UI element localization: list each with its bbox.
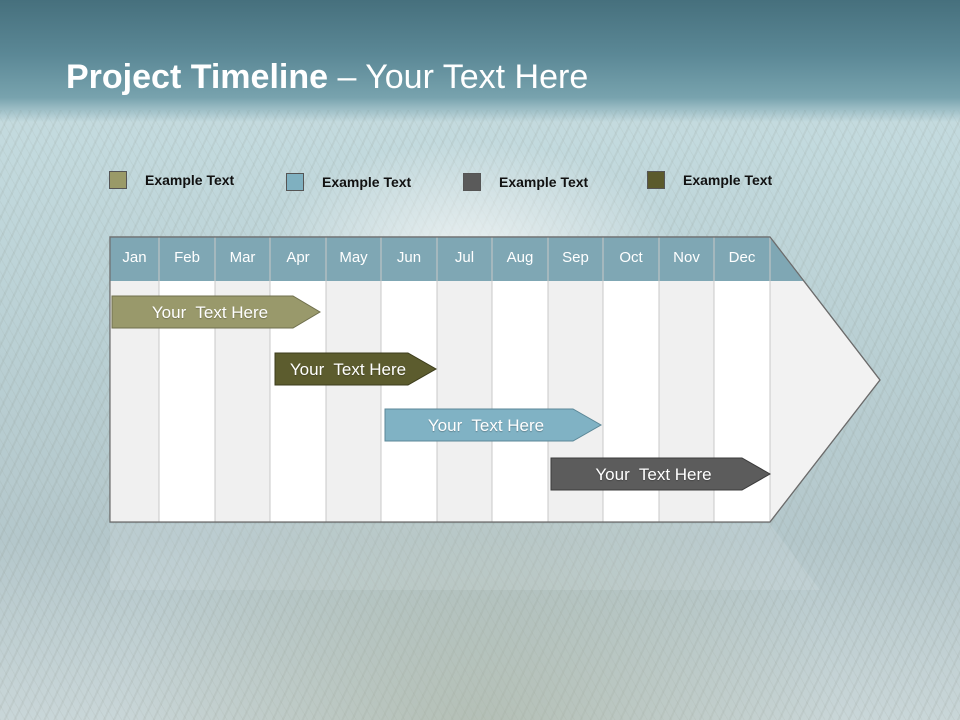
task-label-4: Your Text Here [595, 465, 712, 484]
task-arrow-3 [384, 408, 603, 442]
month-label-mar: Mar [229, 249, 256, 266]
legend-swatch-3 [463, 173, 481, 191]
month-label-jul: Jul [454, 249, 475, 266]
title-bold: Project Timeline [66, 58, 329, 96]
month-column [492, 281, 548, 522]
month-label-dec: Dec [728, 249, 756, 266]
title-rest: – Your Text Here [328, 58, 589, 96]
timeline-arrow-outline [109, 236, 881, 523]
month-label-jan: Jan [122, 249, 147, 266]
month-label-sep: Sep [562, 249, 589, 266]
page-title: Project Timeline – Your Text Here [66, 58, 588, 97]
legend-swatch-4 [647, 171, 665, 189]
month-column [381, 281, 437, 522]
month-label-jun: Jun [396, 249, 422, 266]
legend-swatch-1 [109, 171, 127, 189]
month-column [437, 281, 492, 522]
month-label-nov: Nov [673, 249, 700, 266]
task-label-1: Your Text Here [151, 303, 269, 322]
task-label-2: Your Text Here [289, 360, 407, 379]
legend-item-4: Example Text [647, 170, 772, 190]
task-arrow-4 [550, 457, 772, 491]
legend-item-1: Example Text [109, 170, 234, 190]
header-band [0, 0, 960, 122]
month-label-oct: Oct [619, 249, 643, 266]
legend-label-4: Example Text [683, 172, 773, 188]
timeline-reflection [110, 524, 820, 590]
task-arrow-2 [274, 352, 438, 386]
task-arrow-1 [111, 295, 321, 329]
grid-lines [158, 237, 771, 522]
legend-item-3: Example Text [463, 172, 588, 192]
month-column [326, 281, 381, 522]
month-header-row [110, 237, 804, 281]
month-label-aug: Aug [506, 249, 534, 266]
month-label-apr: Apr [286, 249, 310, 266]
month-label-feb: Feb [174, 249, 200, 266]
legend-label-1: Example Text [145, 172, 235, 188]
legend-label-3: Example Text [499, 174, 589, 190]
legend-swatch-2 [286, 173, 304, 191]
legend-label-2: Example Text [322, 174, 412, 190]
month-label-may: May [339, 249, 368, 266]
legend-item-2: Example Text [286, 172, 411, 192]
task-label-3: Your Text Here [427, 416, 545, 435]
